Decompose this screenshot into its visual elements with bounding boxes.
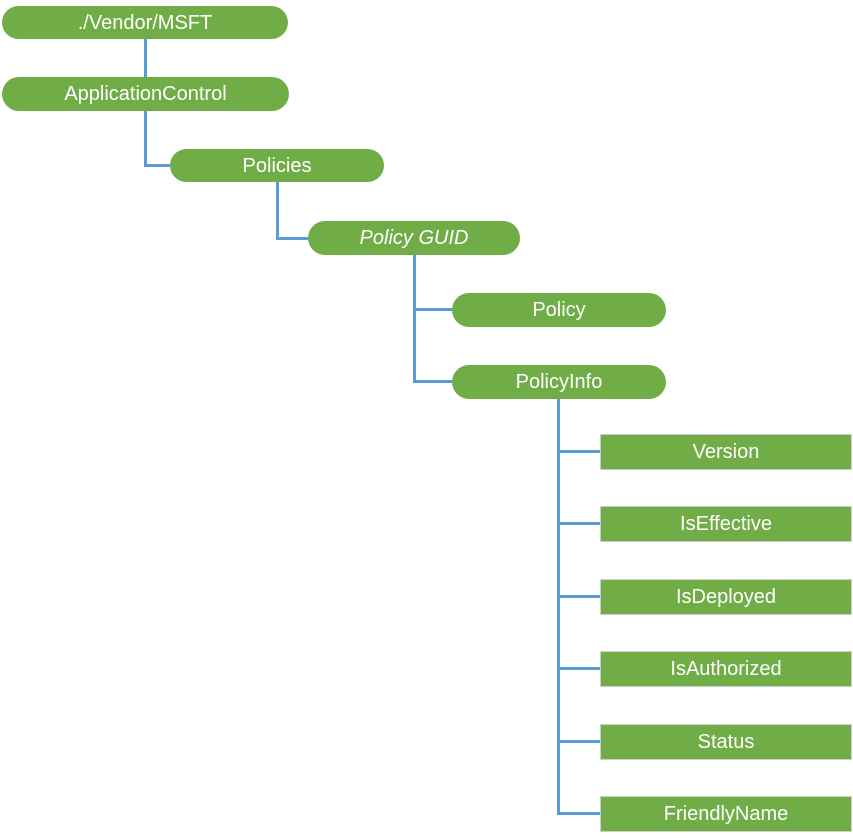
connector-applicationcontrol-trunk bbox=[144, 111, 147, 167]
node-policy: Policy bbox=[452, 293, 666, 327]
connector-elbow-policyinfo bbox=[413, 380, 452, 383]
node-version: Version bbox=[600, 434, 852, 470]
connector-elbow-status bbox=[557, 740, 600, 743]
node-is-deployed: IsDeployed bbox=[600, 579, 852, 615]
connector-elbow-isdeployed bbox=[557, 595, 600, 598]
node-policy-info: PolicyInfo bbox=[452, 365, 666, 399]
node-is-authorized: IsAuthorized bbox=[600, 651, 852, 687]
connector-elbow-policies bbox=[144, 164, 170, 167]
node-status: Status bbox=[600, 724, 852, 760]
connector-elbow-version bbox=[557, 450, 600, 453]
connector-elbow-friendlyname bbox=[557, 812, 600, 815]
node-policy-guid: Policy GUID bbox=[308, 221, 520, 255]
connector-elbow-iseffective bbox=[557, 522, 600, 525]
connector-elbow-policy-guid bbox=[276, 237, 308, 240]
node-friendly-name: FriendlyName bbox=[600, 796, 852, 832]
connector-elbow-policy bbox=[413, 308, 452, 311]
connector-vendor-to-applicationcontrol bbox=[144, 39, 147, 77]
connector-elbow-isauthorized bbox=[557, 667, 600, 670]
connector-policies-trunk bbox=[276, 182, 279, 240]
connector-policyinfo-trunk bbox=[557, 399, 560, 815]
connector-policy-guid-trunk bbox=[413, 255, 416, 383]
node-is-effective: IsEffective bbox=[600, 506, 852, 542]
node-policies: Policies bbox=[170, 149, 384, 182]
node-application-control: ApplicationControl bbox=[2, 77, 289, 111]
node-vendor-msft: ./Vendor/MSFT bbox=[2, 6, 288, 39]
